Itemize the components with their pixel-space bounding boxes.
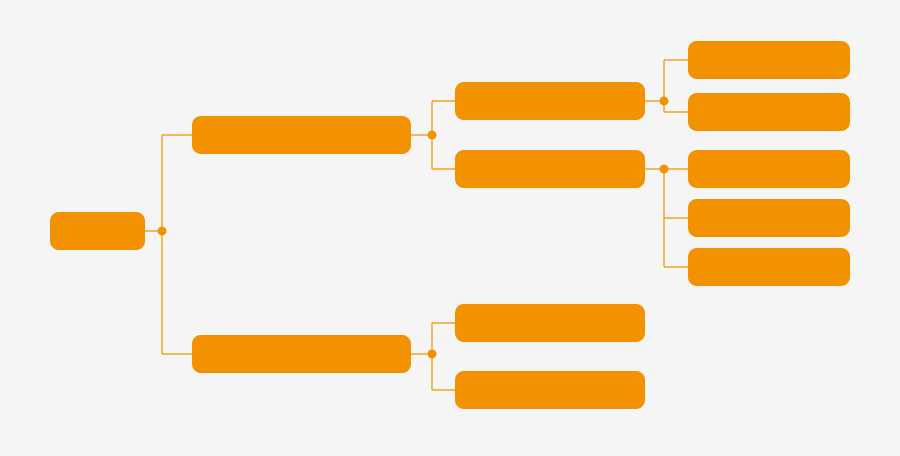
node-root [50,212,145,250]
junction-dot-root [157,226,167,236]
node-a1 [455,82,645,120]
node-a2 [455,150,645,188]
junction-dot-a [427,130,437,140]
junction-dot-a2 [659,164,669,174]
node-b [192,335,411,373]
node-a1y [688,93,850,131]
node-b1 [455,304,645,342]
node-b2 [455,371,645,409]
node-a1x [688,41,850,79]
junction-dot-a1 [659,96,669,106]
node-a2z [688,248,850,286]
node-a2x [688,150,850,188]
junction-dot-b [427,349,437,359]
node-a [192,116,411,154]
node-a2y [688,199,850,237]
